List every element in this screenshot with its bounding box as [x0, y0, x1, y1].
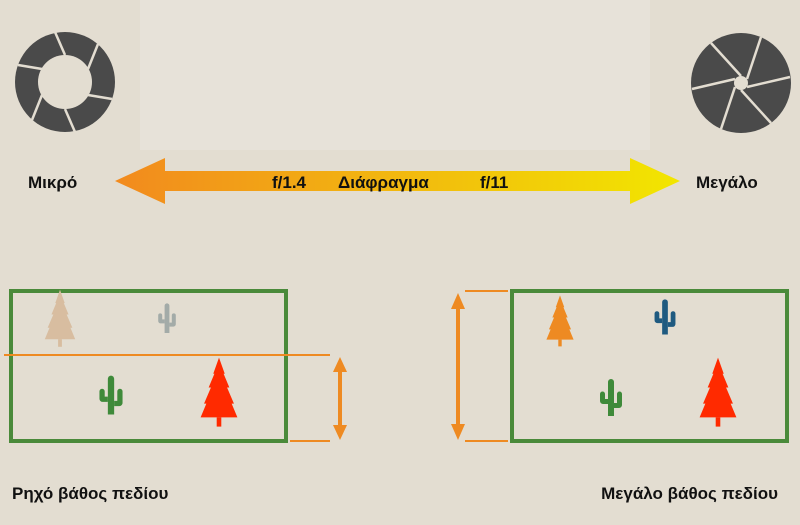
- narrow-aperture-icon: [691, 33, 791, 133]
- wide-aperture-icon: [15, 31, 115, 133]
- shallow-frame: [9, 289, 288, 443]
- cactus-icon: [99, 375, 123, 415]
- blue-cactus-icon: [654, 299, 676, 335]
- f-small-label: f/1.4: [272, 173, 307, 192]
- small-aperture-label: Μικρό: [28, 173, 77, 192]
- red-tree-icon: [699, 357, 737, 427]
- deep-frame: [510, 289, 789, 443]
- deep-depth-arrow: [451, 293, 465, 440]
- deep-dof-label: Μεγάλο βάθος πεδίου: [601, 484, 778, 503]
- f-large-label: f/11: [480, 173, 508, 192]
- orange-tree-icon: [546, 295, 574, 347]
- red-tree-icon: [200, 357, 238, 427]
- blurred-tree-icon: [44, 289, 76, 347]
- blurred-cactus-icon: [158, 303, 176, 333]
- aperture-scale-arrow: [115, 158, 680, 204]
- aperture-title: Διάφραγμα: [338, 173, 429, 192]
- cactus-icon: [600, 379, 622, 416]
- shallow-depth-arrow: [333, 357, 347, 440]
- shallow-dof-panel: Ρηχό βάθος πεδίου: [4, 289, 347, 503]
- shallow-dof-label: Ρηχό βάθος πεδίου: [12, 484, 168, 503]
- large-aperture-label: Μεγάλο: [696, 173, 758, 192]
- deep-dof-panel: Μεγάλο βάθος πεδίου: [451, 289, 789, 503]
- header-panel: [140, 0, 650, 150]
